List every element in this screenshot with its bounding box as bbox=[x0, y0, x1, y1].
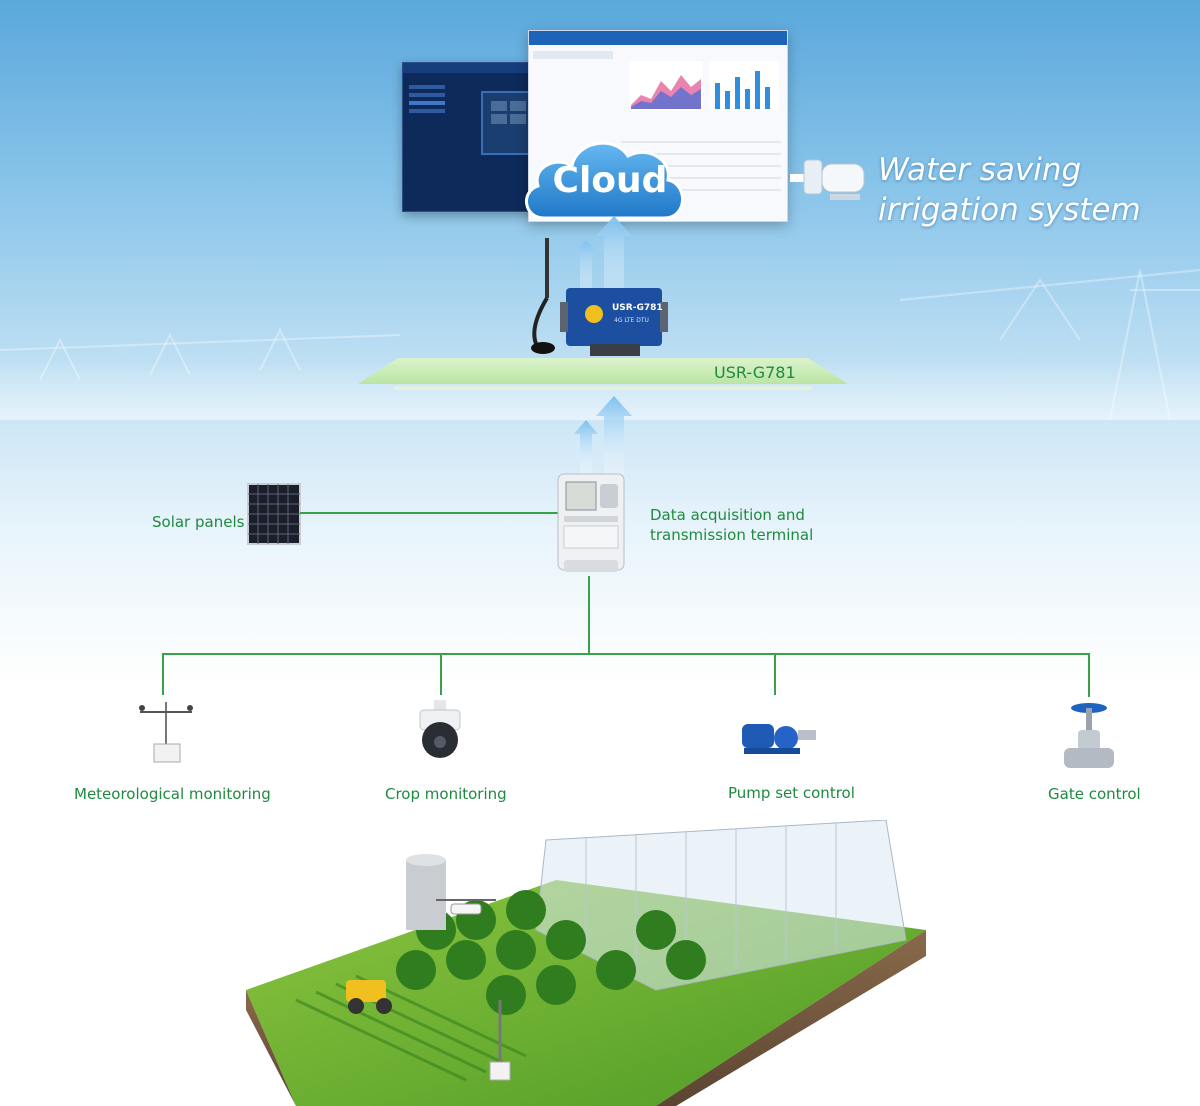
branch-line-gate bbox=[1088, 653, 1090, 697]
weather-station-icon bbox=[139, 702, 193, 763]
branch-line-crop bbox=[440, 653, 442, 695]
gateway-label: USR-G781 bbox=[714, 363, 796, 382]
dtu-device-icon: USR-G781 4G LTE DTU bbox=[560, 288, 668, 356]
pump-label: Pump set control bbox=[728, 784, 855, 802]
trunk-line bbox=[588, 576, 590, 654]
cloud-icon bbox=[525, 141, 684, 220]
solar-panel-icon bbox=[247, 483, 301, 545]
drone-icon bbox=[436, 899, 496, 915]
antenna-icon bbox=[531, 238, 555, 354]
up-arrows-to-gateway bbox=[574, 396, 632, 474]
system-title-line2: irrigation system bbox=[878, 192, 1141, 228]
system-title: Water saving irrigation system bbox=[878, 150, 1141, 230]
meteorological-label: Meteorological monitoring bbox=[74, 785, 271, 803]
solar-label: Solar panels bbox=[152, 513, 245, 531]
system-title-line1: Water saving bbox=[878, 152, 1082, 188]
solar-connector-line bbox=[300, 512, 558, 514]
dtu-device-text: USR-G781 bbox=[612, 303, 663, 313]
terminal-label: Data acquisition and transmission termin… bbox=[650, 505, 813, 545]
smart-farm-illustration bbox=[246, 820, 926, 1106]
pump-motor-icon bbox=[790, 159, 865, 200]
gate-label: Gate control bbox=[1048, 785, 1141, 803]
branch-line-meteorological bbox=[162, 653, 164, 695]
dome-camera-icon bbox=[419, 700, 461, 758]
terminal-device-icon bbox=[557, 473, 625, 572]
area-chart-thumbnail bbox=[629, 61, 703, 111]
gateway-platform bbox=[358, 358, 848, 390]
gate-valve-icon bbox=[1064, 703, 1114, 768]
branch-horizontal-line bbox=[162, 653, 1090, 655]
tractor-icon bbox=[346, 980, 392, 1014]
dtu-device-subtext: 4G LTE DTU bbox=[614, 317, 649, 324]
terminal-label-line1: Data acquisition and bbox=[650, 506, 805, 524]
cloud-label: Cloud bbox=[552, 160, 668, 201]
bar-chart-thumbnail bbox=[709, 61, 779, 111]
terminal-label-line2: transmission terminal bbox=[650, 526, 814, 544]
branch-line-pump bbox=[774, 653, 776, 695]
water-pump-icon bbox=[742, 724, 816, 754]
crop-label: Crop monitoring bbox=[385, 785, 507, 803]
up-arrows-to-cloud bbox=[574, 216, 632, 294]
